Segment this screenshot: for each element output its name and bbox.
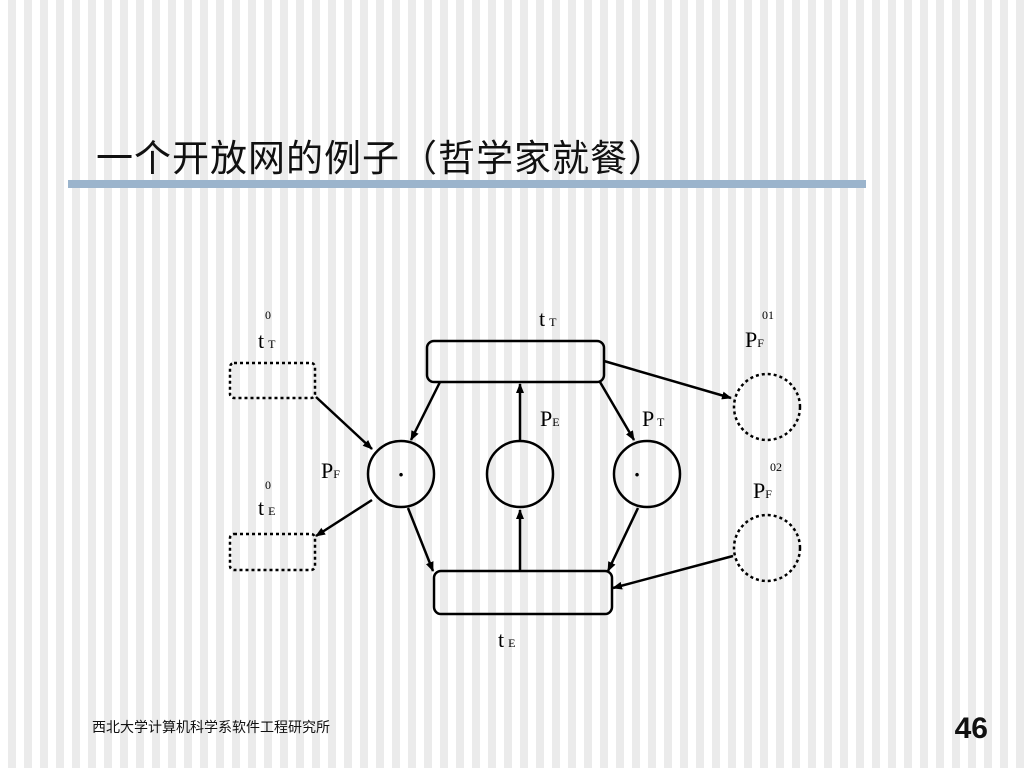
arc-PF-to-tE — [406, 507, 435, 572]
open-place-PF02 — [732, 513, 802, 583]
token-PF: · — [397, 462, 404, 487]
token-PT: · — [633, 462, 640, 487]
arc-PF-to-tE0 — [315, 498, 373, 538]
open-place-PF01 — [732, 372, 802, 442]
slide-title: 一个开放网的例子（哲学家就餐） — [96, 137, 666, 180]
title-underline — [68, 180, 866, 188]
place-PF — [366, 439, 436, 509]
label-PF02-sup: 02 — [770, 460, 782, 474]
label-PE: PE — [540, 406, 560, 431]
open-transition-tE0 — [228, 532, 317, 572]
label-PT: P T — [642, 406, 665, 431]
arc-PF02-to-tE — [612, 554, 734, 590]
label-PF01-sup: 01 — [762, 308, 774, 322]
label-tE0-sup: 0 — [265, 478, 271, 492]
label-PF: PF — [321, 458, 340, 483]
transition-tT — [425, 339, 606, 384]
label-tT0-sup: 0 — [265, 308, 271, 322]
label-PF01: PF — [745, 327, 764, 352]
place-PT — [612, 439, 682, 509]
arc-PT-to-tE — [606, 507, 640, 572]
open-transition-tT0 — [228, 361, 317, 400]
transition-tE — [432, 569, 614, 616]
label-PF02: PF — [753, 478, 772, 503]
page-number: 46 — [954, 712, 988, 745]
arc-tT-to-PT — [598, 381, 636, 441]
footer-institution: 西北大学计算机科学系软件工程研究所 — [92, 720, 330, 736]
place-PE — [485, 439, 555, 509]
arc-tT-to-PF01 — [603, 359, 732, 400]
arc-tT0-to-PF — [315, 396, 373, 450]
arc-tT-to-PF — [409, 381, 442, 441]
